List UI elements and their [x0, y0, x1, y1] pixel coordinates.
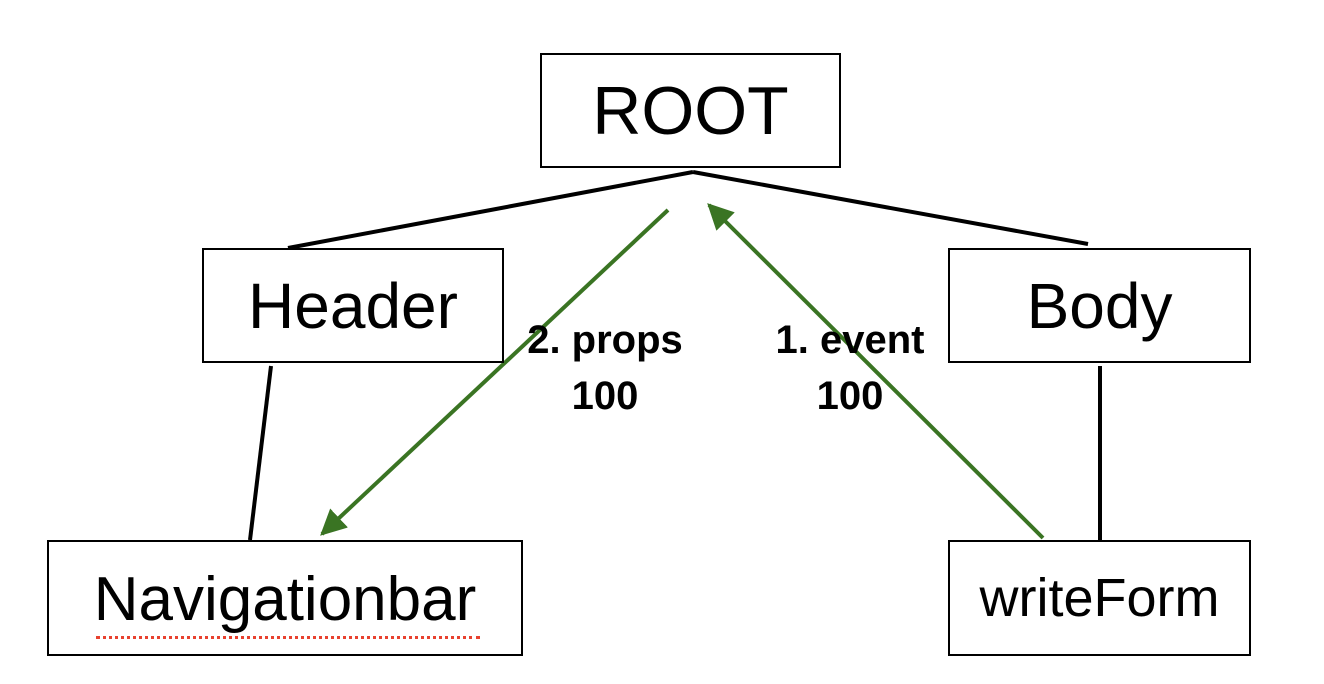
node-navigationbar-text: Navigationbar	[93, 564, 481, 639]
node-writeform: writeForm	[948, 540, 1251, 656]
props-label-text: 2. props	[527, 318, 683, 362]
spellcheck-underline	[95, 635, 481, 639]
node-root-label: ROOT	[592, 72, 789, 149]
event-arrow	[707, 203, 1045, 540]
event-label-text: 1. event	[775, 318, 925, 362]
props-arrow	[320, 208, 670, 536]
node-body: Body	[948, 248, 1251, 363]
node-root: ROOT	[540, 53, 841, 168]
edge-root-header	[287, 170, 694, 250]
edge-root-body	[692, 170, 1089, 246]
node-header-label: Header	[248, 269, 458, 342]
props-value-text: 100	[571, 374, 639, 418]
event-value-text: 100	[816, 374, 884, 418]
node-navigationbar-label: Navigationbar	[93, 564, 477, 634]
edge-header-navigationbar	[248, 365, 273, 541]
props-arrow-label: 2. props 100	[505, 312, 705, 424]
node-body-label: Body	[1026, 269, 1173, 342]
node-header: Header	[202, 248, 504, 363]
node-writeform-label: writeForm	[979, 568, 1220, 628]
node-navigationbar: Navigationbar	[47, 540, 523, 656]
event-arrow-label: 1. event 100	[752, 312, 948, 424]
